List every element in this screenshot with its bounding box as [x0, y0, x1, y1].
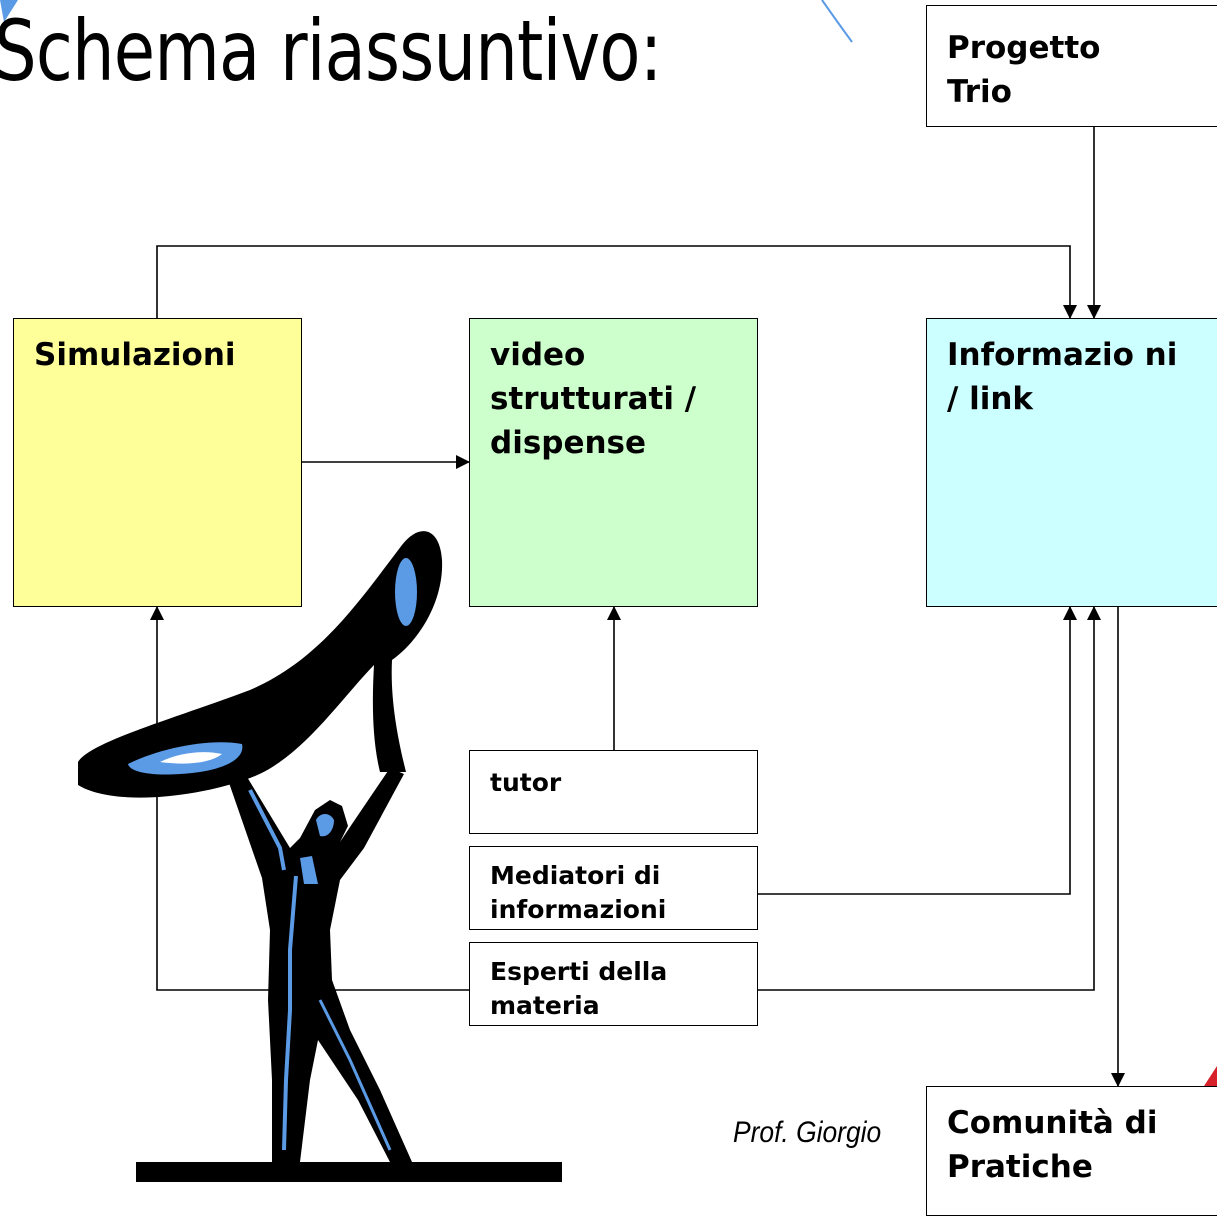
box-mediatori-label: Mediatori di informazioni [490, 861, 667, 924]
box-tutor-label: tutor [490, 768, 562, 797]
arrow-mediatori-to-informazioni [757, 606, 1077, 895]
high-heel-shoe-illustration [78, 531, 443, 798]
box-comunita-label: Comunità di Pratiche [947, 1105, 1158, 1185]
box-mediatori: Mediatori di informazioni [469, 846, 758, 930]
box-progetto-trio: Progetto Trio [926, 5, 1217, 127]
box-tutor: tutor [469, 750, 758, 834]
arrow-esperti-to-informazioni [757, 606, 1101, 991]
box-video-label: video strutturati / dispense [490, 337, 697, 461]
box-informazioni-label: Informazio ni / link [947, 337, 1178, 417]
red-corner-accent [1204, 1066, 1217, 1086]
box-esperti: Esperti della materia [469, 942, 758, 1026]
box-informazioni: Informazio ni / link [926, 318, 1217, 607]
blue-corner-swoosh [0, 0, 18, 22]
box-simulazioni: Simulazioni [13, 318, 302, 607]
ground-base-bar [136, 1162, 562, 1182]
page-title: Schema riassuntivo: [0, 2, 662, 100]
box-video-strutturati: video strutturati / dispense [469, 318, 758, 607]
arrow-simulazioni-to-informazioni [156, 245, 1077, 319]
woman-figure-illustration [228, 768, 412, 1166]
footer-author: Prof. Giorgio [733, 1116, 882, 1149]
box-simulazioni-label: Simulazioni [34, 337, 236, 373]
box-comunita: Comunità di Pratiche [926, 1086, 1217, 1216]
box-esperti-label: Esperti della materia [490, 957, 668, 1020]
blue-arc-line [821, 0, 853, 43]
box-progetto-trio-label: Progetto Trio [947, 30, 1101, 110]
